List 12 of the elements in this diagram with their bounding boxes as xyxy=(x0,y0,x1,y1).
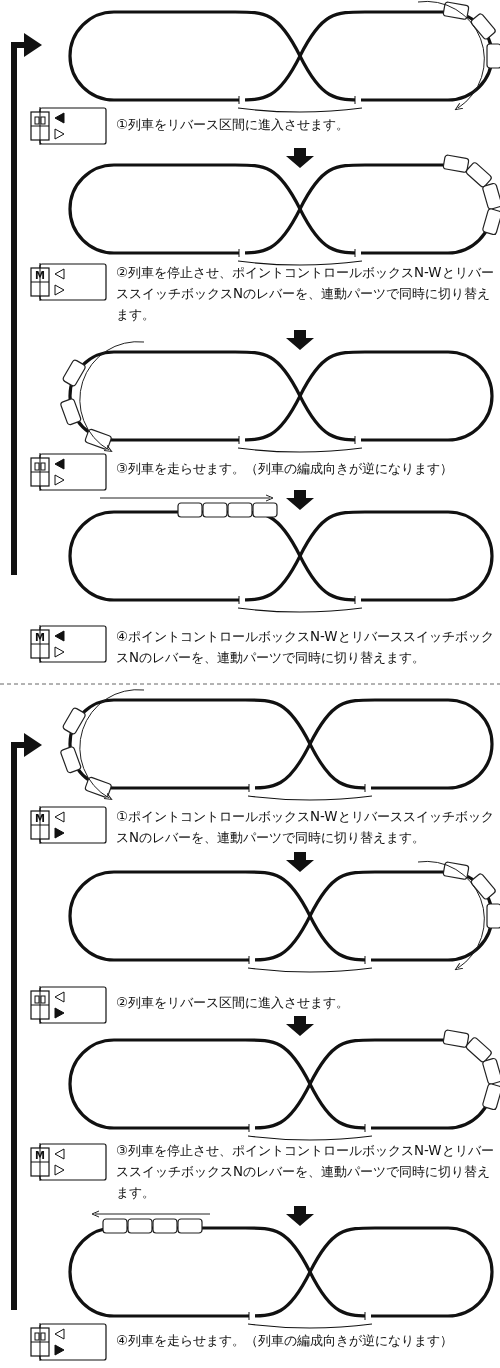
step-instruction: ①ポイントコントロールボックスN-WとリバーススイッチボックスNのレバーを、連動パーツで同時に切り替えます。 xyxy=(116,808,495,847)
lever-label: M xyxy=(35,1151,45,1161)
step-instruction: ③列車を停止させ、ポイントコントロールボックスN-WとリバーススイッチボックスNのレバーを、連動パーツで同時に切り替えます。 xyxy=(116,1142,495,1202)
step-instruction: ④ポイントコントロールボックスN-WとリバーススイッチボックスNのレバーを、連動パーツで同時に切り替えます。 xyxy=(116,628,495,667)
lever-label: M xyxy=(35,633,45,643)
lever-label: M xyxy=(35,814,45,824)
step-instruction: ④列車を走らせます。（列車の編成向きが逆になります） xyxy=(116,1332,454,1350)
step-instruction: ②列車を停止させ、ポイントコントロールボックスN-WとリバーススイッチボックスNのレバーを、連動パーツで同時に切り替えます。 xyxy=(116,264,495,324)
step-instruction: ②列車をリバース区間に進入させます。 xyxy=(116,994,350,1012)
lever-label: M xyxy=(35,271,45,281)
step-instruction: ③列車を走らせます。（列車の編成向きが逆になります） xyxy=(116,460,454,478)
step-instruction: ①列車をリバース区間に進入させます。 xyxy=(116,116,350,134)
